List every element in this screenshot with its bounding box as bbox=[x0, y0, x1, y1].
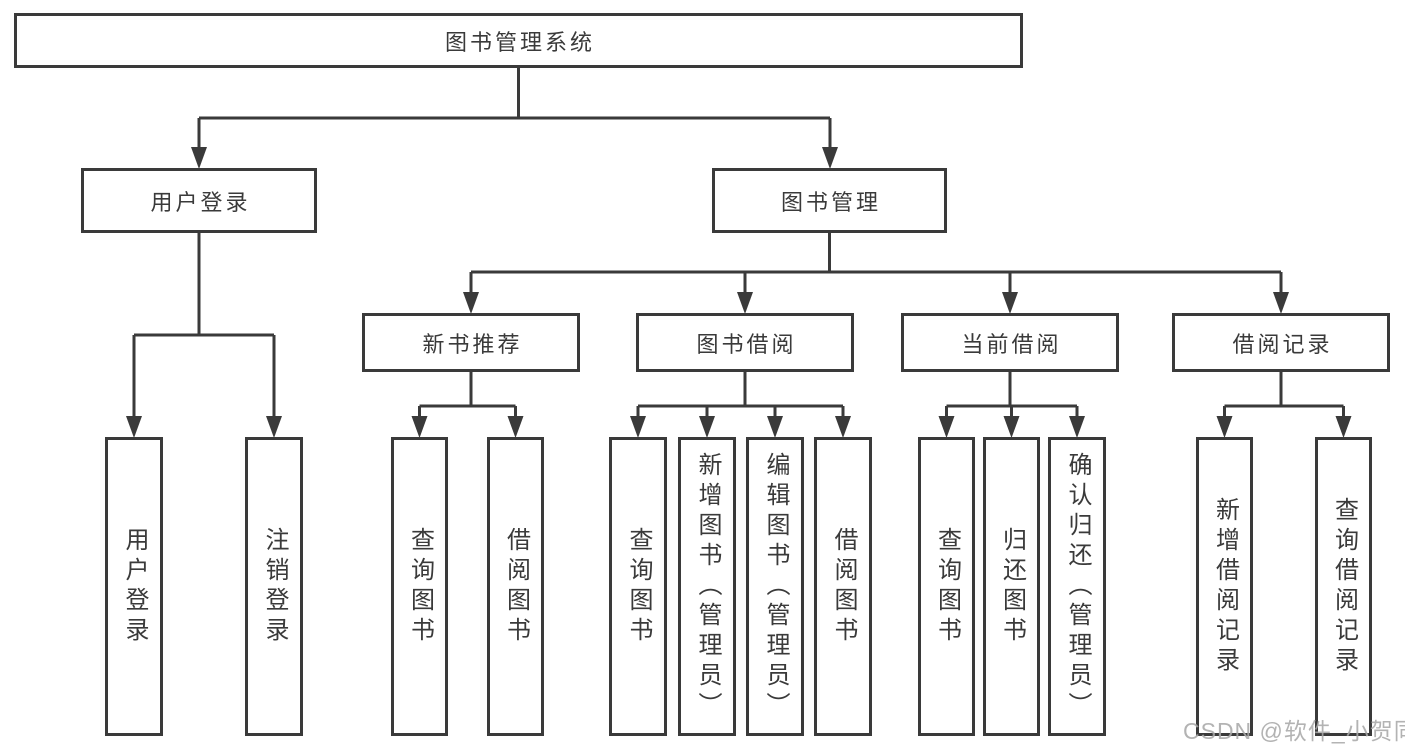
leaf-label: 借阅图书 bbox=[502, 526, 530, 647]
leaf-edit-books-admin: 编辑图书（管理员） bbox=[746, 437, 804, 736]
leaf-label: 查询图书 bbox=[933, 526, 961, 647]
leaf-borrow-books: 借阅图书 bbox=[814, 437, 872, 736]
leaf-borrow-books-recommend: 借阅图书 bbox=[487, 437, 544, 736]
node-label: 当前借阅 bbox=[961, 331, 1062, 357]
leaf-label: 新增图书（管理员） bbox=[694, 451, 721, 722]
leaf-add-books-admin: 新增图书（管理员） bbox=[678, 437, 736, 736]
node-label: 借阅记录 bbox=[1232, 331, 1333, 357]
leaf-confirm-return-admin: 确认归还（管理员） bbox=[1048, 437, 1106, 736]
leaf-label: 借阅图书 bbox=[830, 526, 857, 647]
node-label: 图书借阅 bbox=[696, 331, 797, 357]
leaf-user-login: 用户登录 bbox=[105, 437, 163, 736]
leaf-label: 确认归还（管理员） bbox=[1064, 451, 1091, 722]
node-book-borrowing: 图书借阅 bbox=[636, 313, 854, 372]
node-borrowing-records: 借阅记录 bbox=[1172, 313, 1390, 372]
leaf-query-books-current: 查询图书 bbox=[918, 437, 975, 736]
node-current-borrowing: 当前借阅 bbox=[901, 313, 1119, 372]
leaf-label: 归还图书 bbox=[998, 526, 1026, 647]
node-label: 图书管理系统 bbox=[444, 29, 595, 55]
node-book-management: 图书管理 bbox=[712, 168, 947, 233]
leaf-label: 用户登录 bbox=[121, 526, 148, 647]
leaf-add-borrow-record: 新增借阅记录 bbox=[1196, 437, 1253, 736]
leaf-label: 新增借阅记录 bbox=[1211, 496, 1239, 677]
leaf-query-borrow-record: 查询借阅记录 bbox=[1315, 437, 1372, 736]
node-label: 图书管理 bbox=[780, 189, 881, 215]
leaf-return-books: 归还图书 bbox=[983, 437, 1040, 736]
leaf-logout: 注销登录 bbox=[245, 437, 303, 736]
watermark: CSDN @软件_小贺同学 bbox=[1183, 718, 1405, 744]
node-label: 用户登录 bbox=[150, 189, 251, 215]
node-root-system: 图书管理系统 bbox=[14, 13, 1023, 68]
leaf-label: 查询图书 bbox=[406, 526, 434, 647]
node-label: 新书推荐 bbox=[422, 331, 523, 357]
leaf-query-books-borrow: 查询图书 bbox=[609, 437, 667, 736]
leaf-label: 查询图书 bbox=[625, 526, 652, 647]
leaf-label: 注销登录 bbox=[261, 526, 288, 647]
leaf-query-books-recommend: 查询图书 bbox=[391, 437, 448, 736]
leaf-label: 查询借阅记录 bbox=[1330, 496, 1358, 677]
node-user-login: 用户登录 bbox=[81, 168, 317, 233]
node-new-book-recommend: 新书推荐 bbox=[362, 313, 580, 372]
leaf-label: 编辑图书（管理员） bbox=[762, 451, 789, 722]
